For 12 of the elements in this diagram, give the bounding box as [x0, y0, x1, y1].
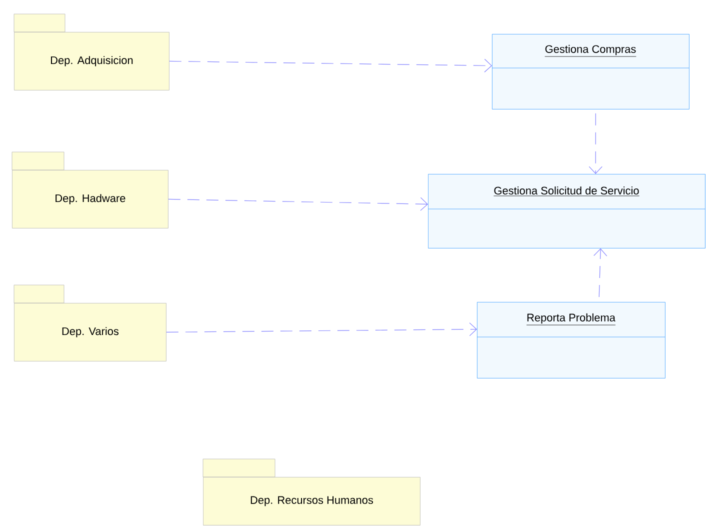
dependency-arrow [594, 248, 608, 298]
dependency-arrow [588, 113, 602, 174]
object-box: Gestiona Solicitud de Servicio [428, 174, 706, 248]
dependency-arrow [166, 322, 477, 336]
dependency-arrow [169, 58, 492, 72]
package-box: Dep. Recursos Humanos [202, 458, 420, 526]
object-box: Gestiona Compras [492, 34, 690, 110]
object-box: Reporta Problema [476, 302, 666, 378]
dependency-arrow [168, 197, 428, 211]
package-box: Dep. Adquisicion [14, 14, 170, 90]
package-box: Dep. Varios [14, 284, 166, 362]
package-box: Dep. Hadware [12, 152, 168, 228]
